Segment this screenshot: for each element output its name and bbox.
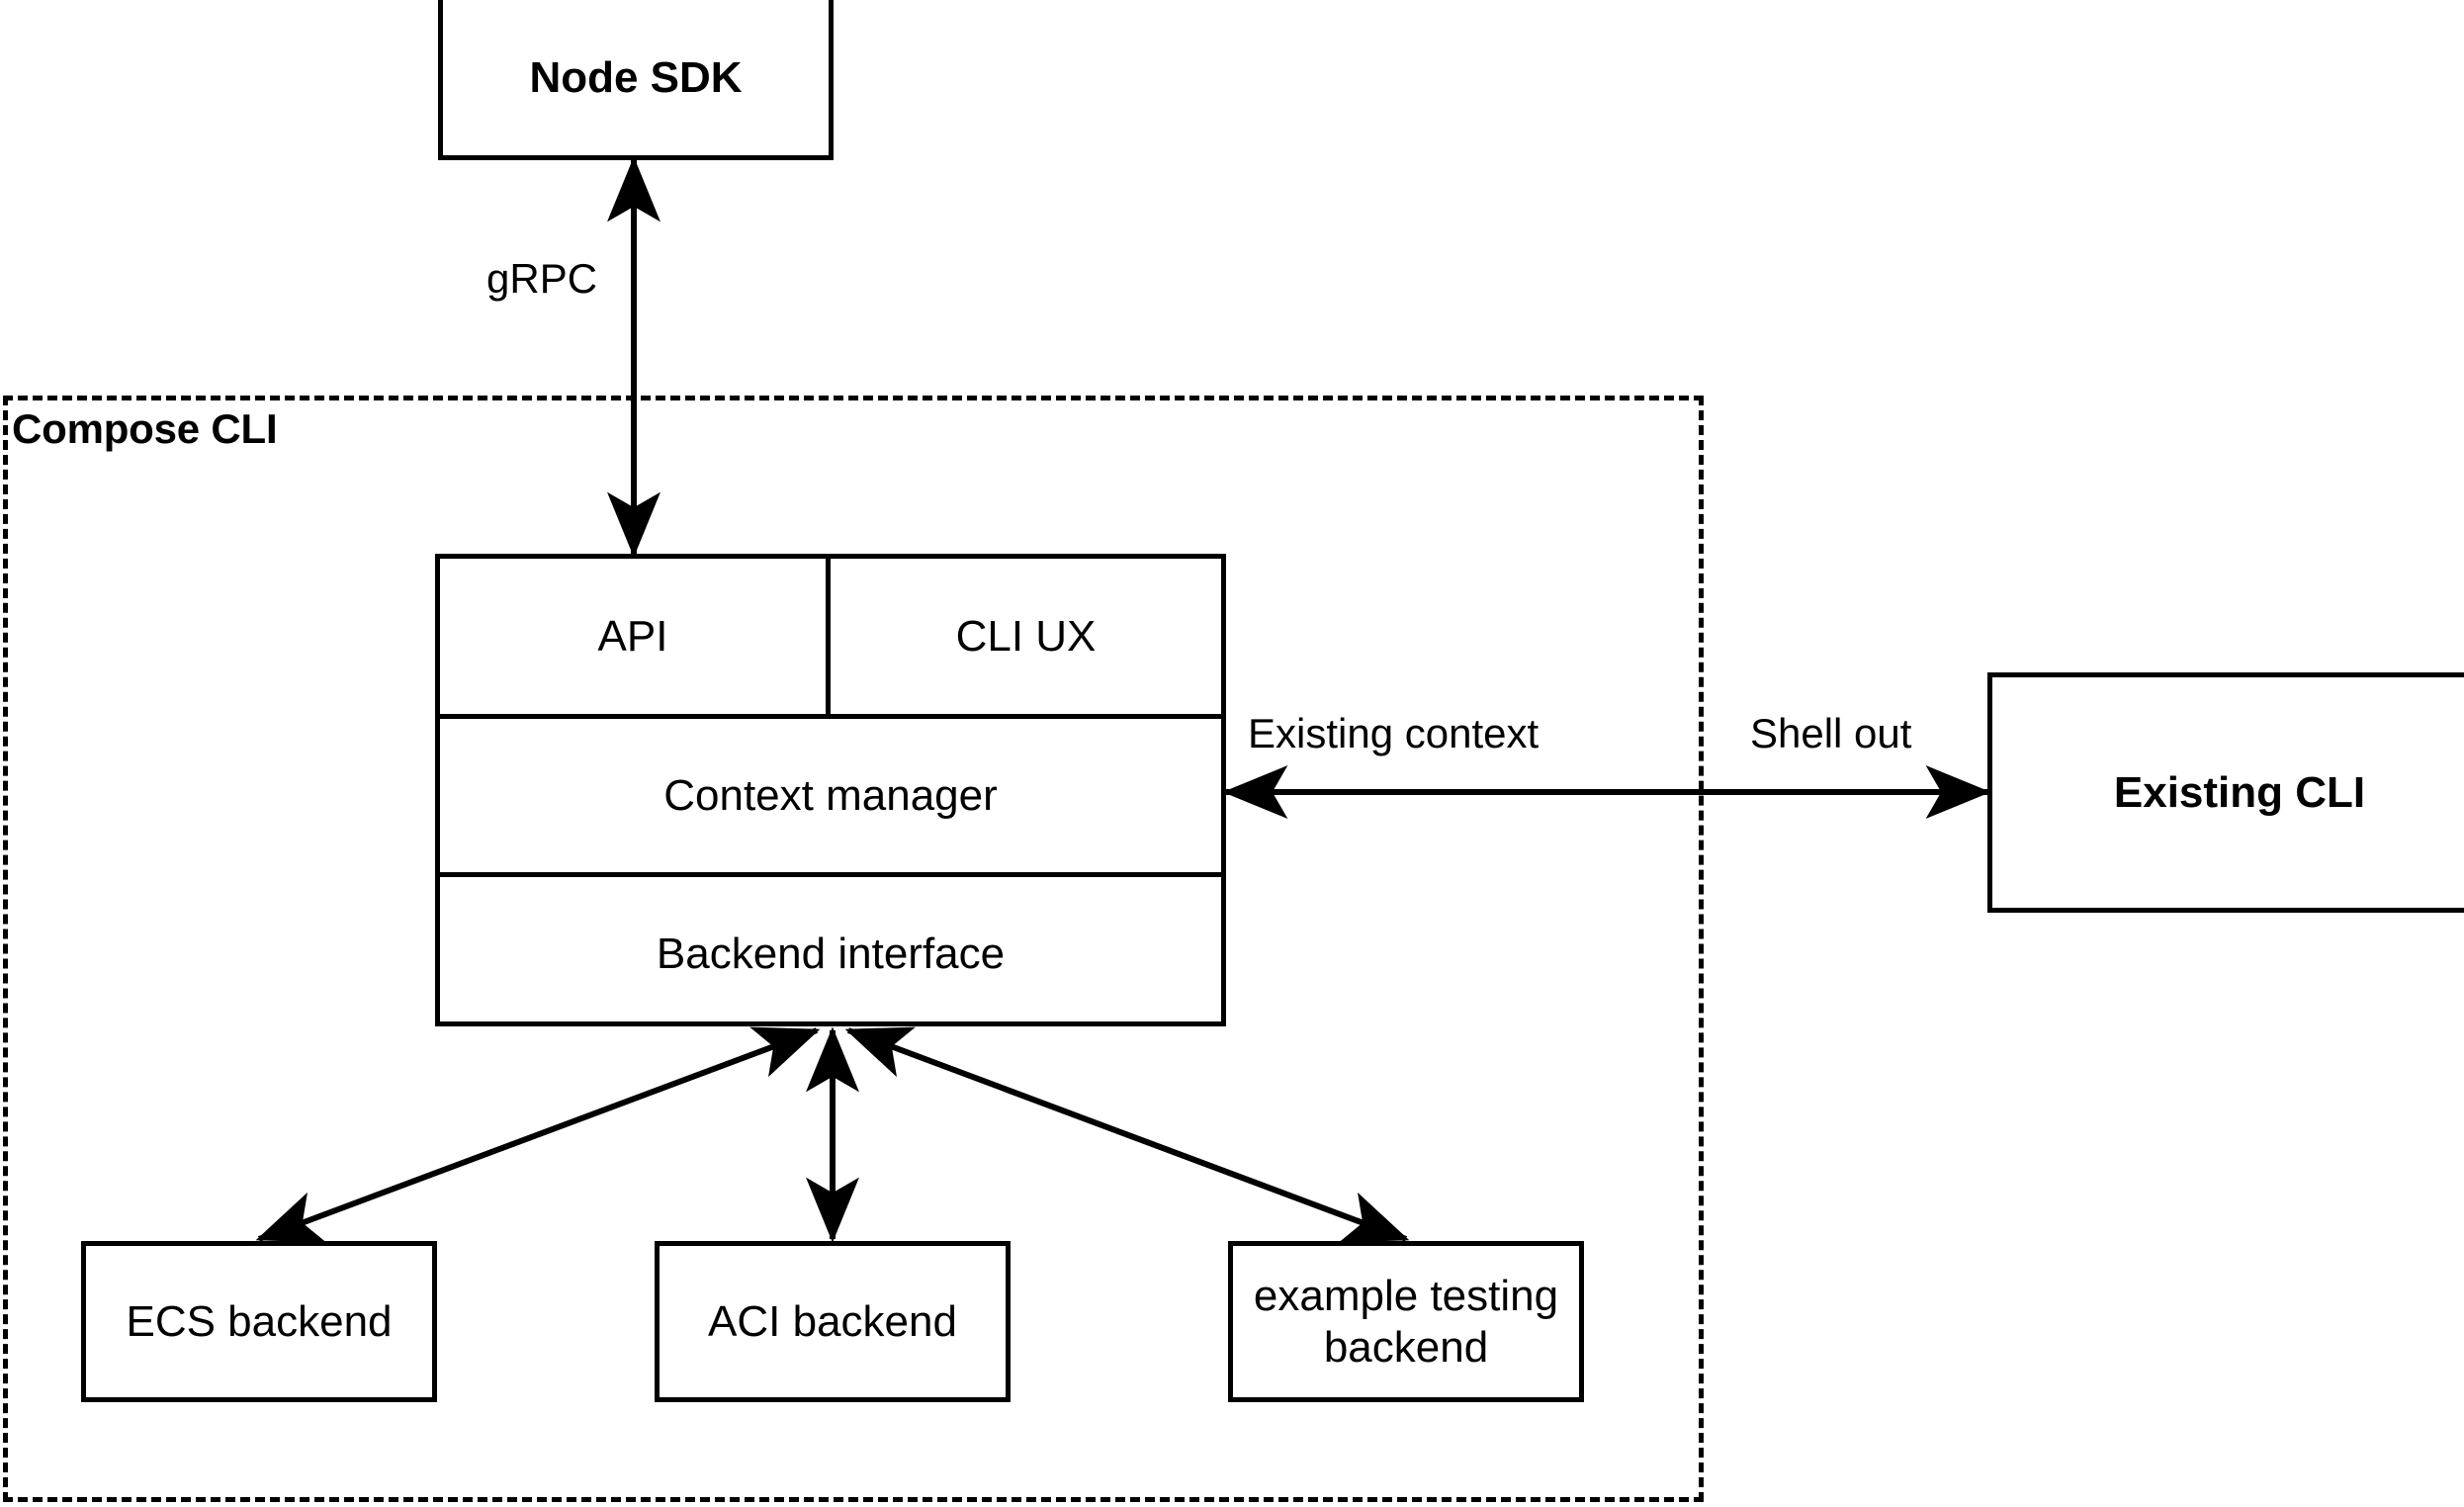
existing-context-edge-label: Existing context — [1248, 710, 1540, 756]
example-testing-backend-label: example testing backend — [1253, 1271, 1559, 1372]
node-sdk-box[interactable]: Node SDK — [438, 0, 834, 160]
context-manager-cell[interactable]: Context manager — [440, 719, 1221, 877]
core-row-api-cliux: API CLI UX — [440, 559, 1221, 719]
node-sdk-label: Node SDK — [529, 52, 743, 102]
compose-cli-boundary — [3, 396, 1704, 1502]
compose-cli-label: Compose CLI — [12, 405, 278, 452]
ecs-backend-label: ECS backend — [126, 1296, 393, 1346]
existing-cli-box[interactable]: Existing CLI — [1987, 672, 2464, 913]
existing-cli-label: Existing CLI — [2113, 767, 2366, 817]
ecs-backend-box[interactable]: ECS backend — [81, 1241, 437, 1402]
cli-ux-cell[interactable]: CLI UX — [831, 559, 1221, 714]
shell-out-edge-label: Shell out — [1750, 710, 1912, 756]
backend-interface-label: Backend interface — [656, 930, 1006, 978]
api-label: API — [597, 611, 668, 661]
compose-cli-core-stack: API CLI UX Context manager Backend inter… — [435, 554, 1226, 1026]
context-manager-label: Context manager — [663, 770, 998, 820]
aci-backend-label: ACI backend — [708, 1296, 957, 1346]
backend-interface-cell[interactable]: Backend interface — [440, 877, 1221, 1031]
aci-backend-box[interactable]: ACI backend — [655, 1241, 1011, 1402]
grpc-edge-label: gRPC — [486, 255, 598, 302]
cli-ux-label: CLI UX — [955, 611, 1097, 661]
api-cell[interactable]: API — [440, 559, 831, 714]
example-testing-backend-box[interactable]: example testing backend — [1228, 1241, 1584, 1402]
